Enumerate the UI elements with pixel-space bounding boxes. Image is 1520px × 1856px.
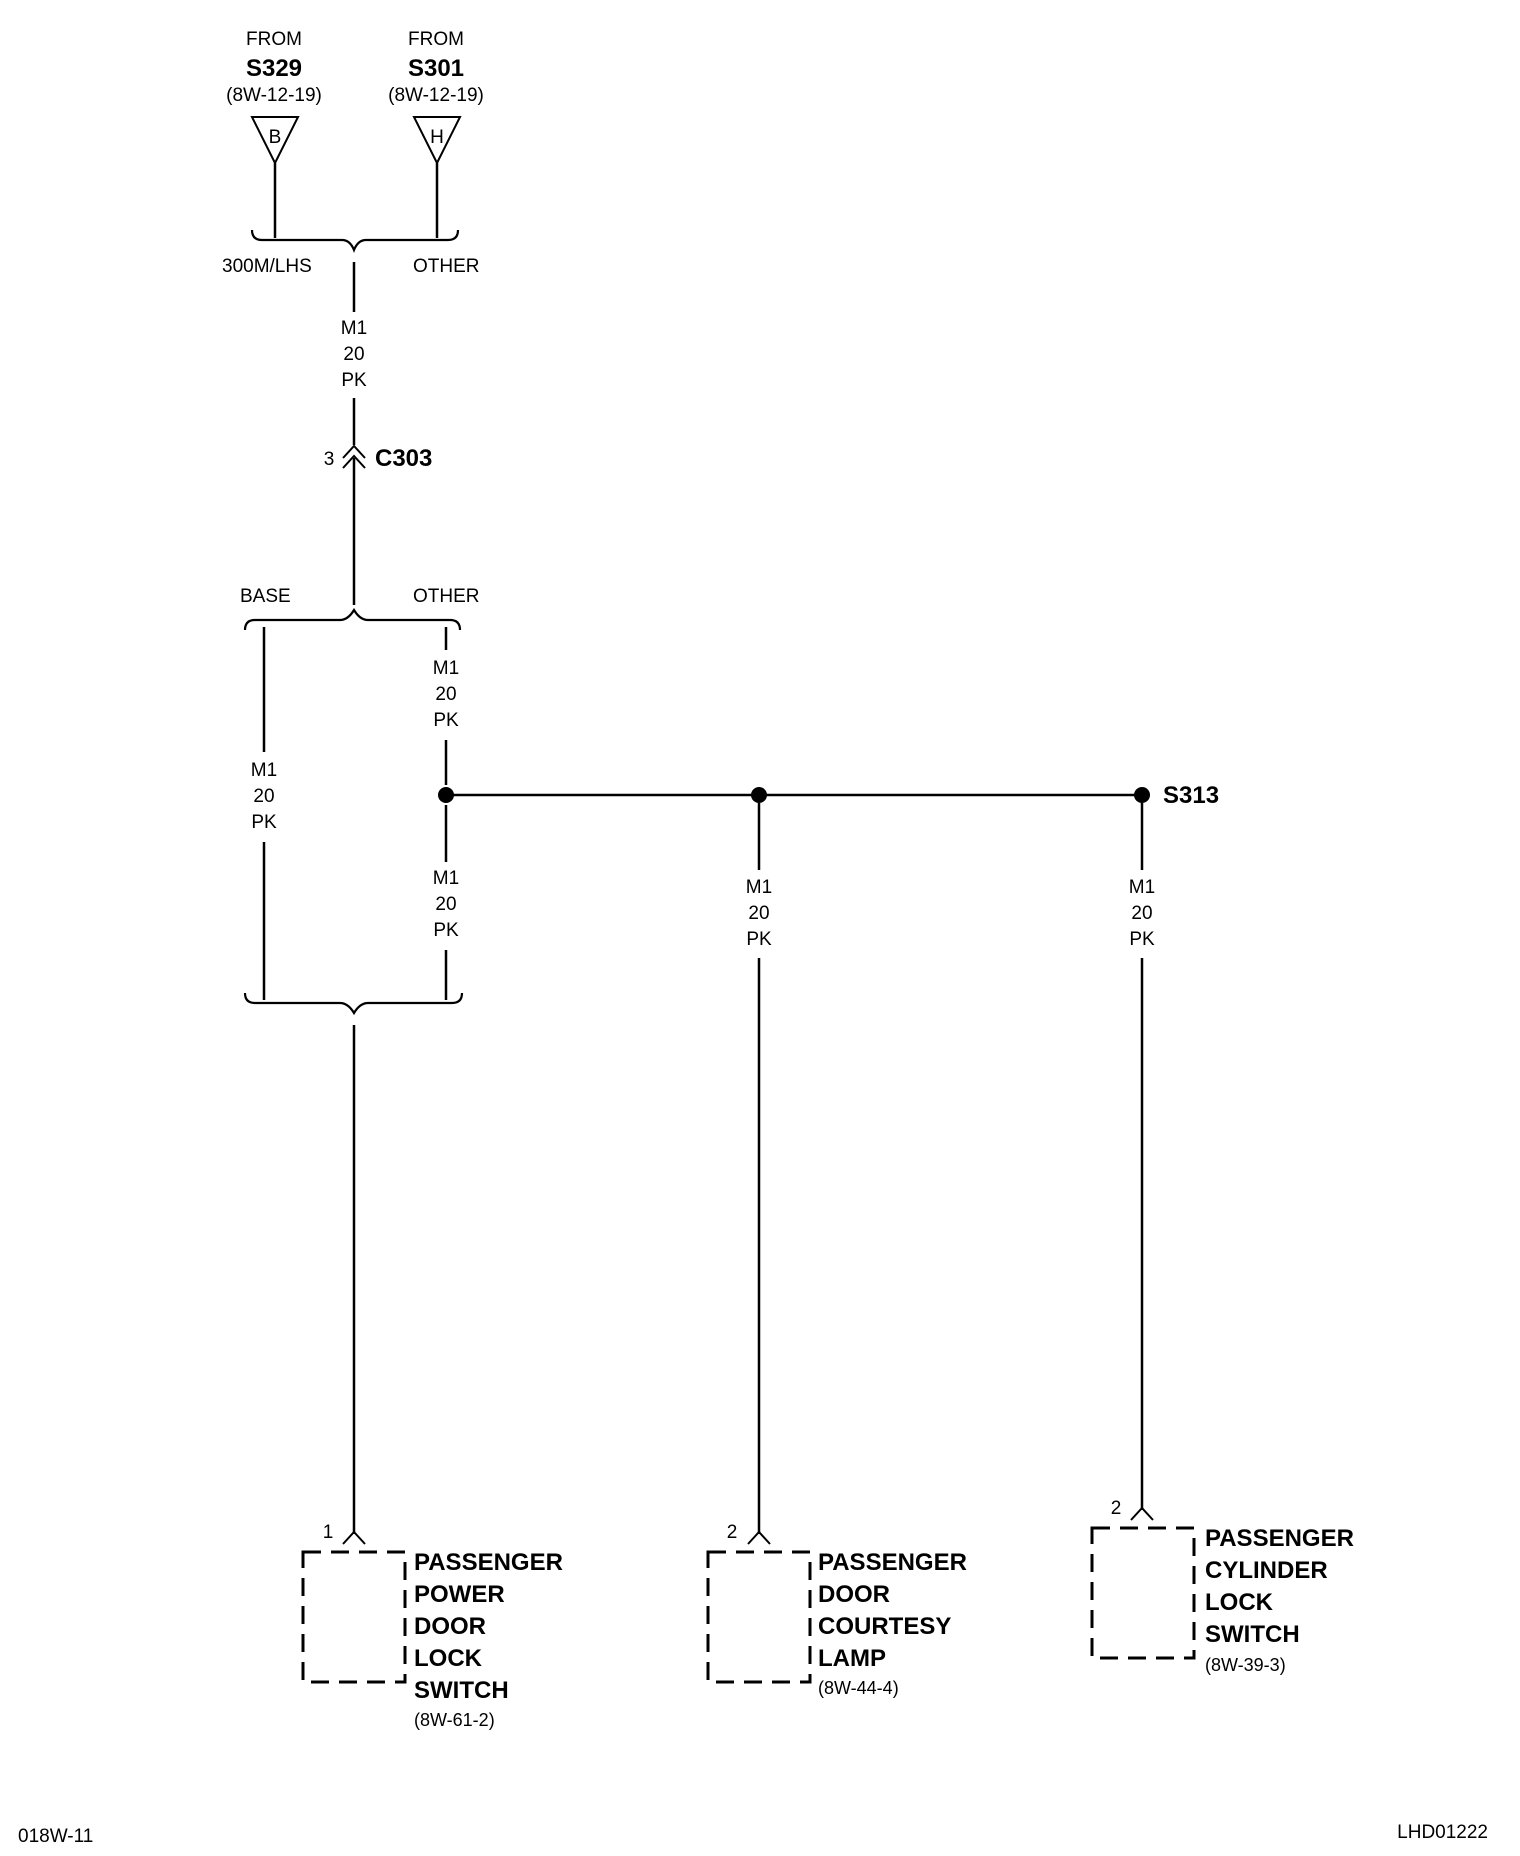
component-label-line: COURTESY [818, 1613, 951, 1640]
connector-pin: 3 [324, 449, 335, 470]
svg-text:PK: PK [1129, 929, 1155, 950]
component-label-line: LAMP [818, 1645, 886, 1672]
source-triangle-icon [250, 116, 300, 166]
component-passenger-cylinder-lock-switch: 2 PASSENGER CYLINDER LOCK SWITCH (8W-39-… [1090, 1498, 1354, 1675]
source-id: S329 [246, 55, 302, 82]
svg-text:M1: M1 [433, 868, 459, 889]
wire-label: M1 20 PK [341, 318, 367, 391]
component-ref: (8W-44-4) [818, 1678, 899, 1698]
svg-text:20: 20 [343, 344, 364, 365]
component-label-line: SWITCH [1205, 1621, 1300, 1648]
splice-dot [751, 787, 767, 803]
splice-id: S313 [1163, 782, 1219, 809]
footer-code: LHD01222 [1397, 1822, 1488, 1843]
variant-brace-middle [243, 607, 462, 631]
source-pin: H [430, 127, 444, 148]
source-pin: B [269, 127, 282, 148]
svg-text:M1: M1 [433, 658, 459, 679]
source-triangle-icon [412, 116, 462, 166]
wire-label: M1 20 PK [1129, 877, 1155, 950]
component-passenger-door-courtesy-lamp: 2 PASSENGER DOOR COURTESY LAMP (8W-44-4) [706, 1522, 967, 1698]
svg-text:PK: PK [251, 812, 277, 833]
variant-right-label: OTHER [413, 586, 480, 607]
splice-dot [1134, 787, 1150, 803]
footer-page: 018W-11 [18, 1826, 93, 1847]
variant-brace-top [250, 229, 460, 253]
component-box [706, 1550, 812, 1684]
svg-text:20: 20 [435, 894, 456, 915]
component-label-line: LOCK [414, 1645, 483, 1672]
svg-text:M1: M1 [251, 760, 277, 781]
svg-text:PK: PK [341, 370, 367, 391]
terminal-icon [747, 1530, 771, 1545]
source-s329: FROM S329 (8W-12-19) B [226, 29, 322, 238]
component-box [1090, 1526, 1196, 1660]
svg-text:20: 20 [748, 903, 769, 924]
svg-text:20: 20 [435, 684, 456, 705]
svg-text:M1: M1 [746, 877, 772, 898]
component-box [301, 1550, 407, 1684]
connector-female-icon [342, 454, 366, 469]
wire-label: M1 20 PK [433, 868, 459, 941]
svg-text:M1: M1 [341, 318, 367, 339]
component-label-line: PASSENGER [1205, 1525, 1354, 1552]
component-label-line: PASSENGER [818, 1549, 967, 1576]
svg-text:PK: PK [433, 710, 459, 731]
terminal-icon [1130, 1506, 1154, 1521]
component-pin: 1 [323, 1522, 334, 1543]
component-label-line: DOOR [818, 1581, 890, 1608]
connector-c303: 3 C303 [324, 444, 432, 472]
component-ref: (8W-39-3) [1205, 1655, 1286, 1675]
component-ref: (8W-61-2) [414, 1710, 495, 1730]
wire-label: M1 20 PK [433, 658, 459, 731]
variant-brace-bottom [243, 992, 464, 1016]
source-from-label: FROM [408, 29, 464, 50]
source-id: S301 [408, 55, 464, 82]
component-pin: 2 [727, 1522, 738, 1543]
connector-male-icon [342, 444, 366, 459]
component-passenger-power-door-lock-switch: 1 PASSENGER POWER DOOR LOCK SWITCH (8W-6… [301, 1522, 563, 1730]
component-label-line: SWITCH [414, 1677, 509, 1704]
component-label-line: PASSENGER [414, 1549, 563, 1576]
source-from-label: FROM [246, 29, 302, 50]
variant-left-label: BASE [240, 586, 291, 607]
variant-left-label: 300M/LHS [222, 256, 312, 277]
svg-text:M1: M1 [1129, 877, 1155, 898]
terminal-icon [342, 1530, 366, 1545]
component-label-line: LOCK [1205, 1589, 1274, 1616]
svg-text:20: 20 [1131, 903, 1152, 924]
svg-text:PK: PK [746, 929, 772, 950]
source-ref: (8W-12-19) [226, 85, 322, 106]
component-label-line: CYLINDER [1205, 1557, 1328, 1584]
variant-right-label: OTHER [413, 256, 480, 277]
svg-text:20: 20 [253, 786, 274, 807]
connector-id: C303 [375, 445, 432, 472]
wire-label: M1 20 PK [746, 877, 772, 950]
source-ref: (8W-12-19) [388, 85, 484, 106]
component-pin: 2 [1111, 1498, 1122, 1519]
source-s301: FROM S301 (8W-12-19) H [388, 29, 484, 238]
component-label-line: DOOR [414, 1613, 486, 1640]
svg-text:PK: PK [433, 920, 459, 941]
component-label-line: POWER [414, 1581, 505, 1608]
wire-label: M1 20 PK [251, 760, 277, 833]
